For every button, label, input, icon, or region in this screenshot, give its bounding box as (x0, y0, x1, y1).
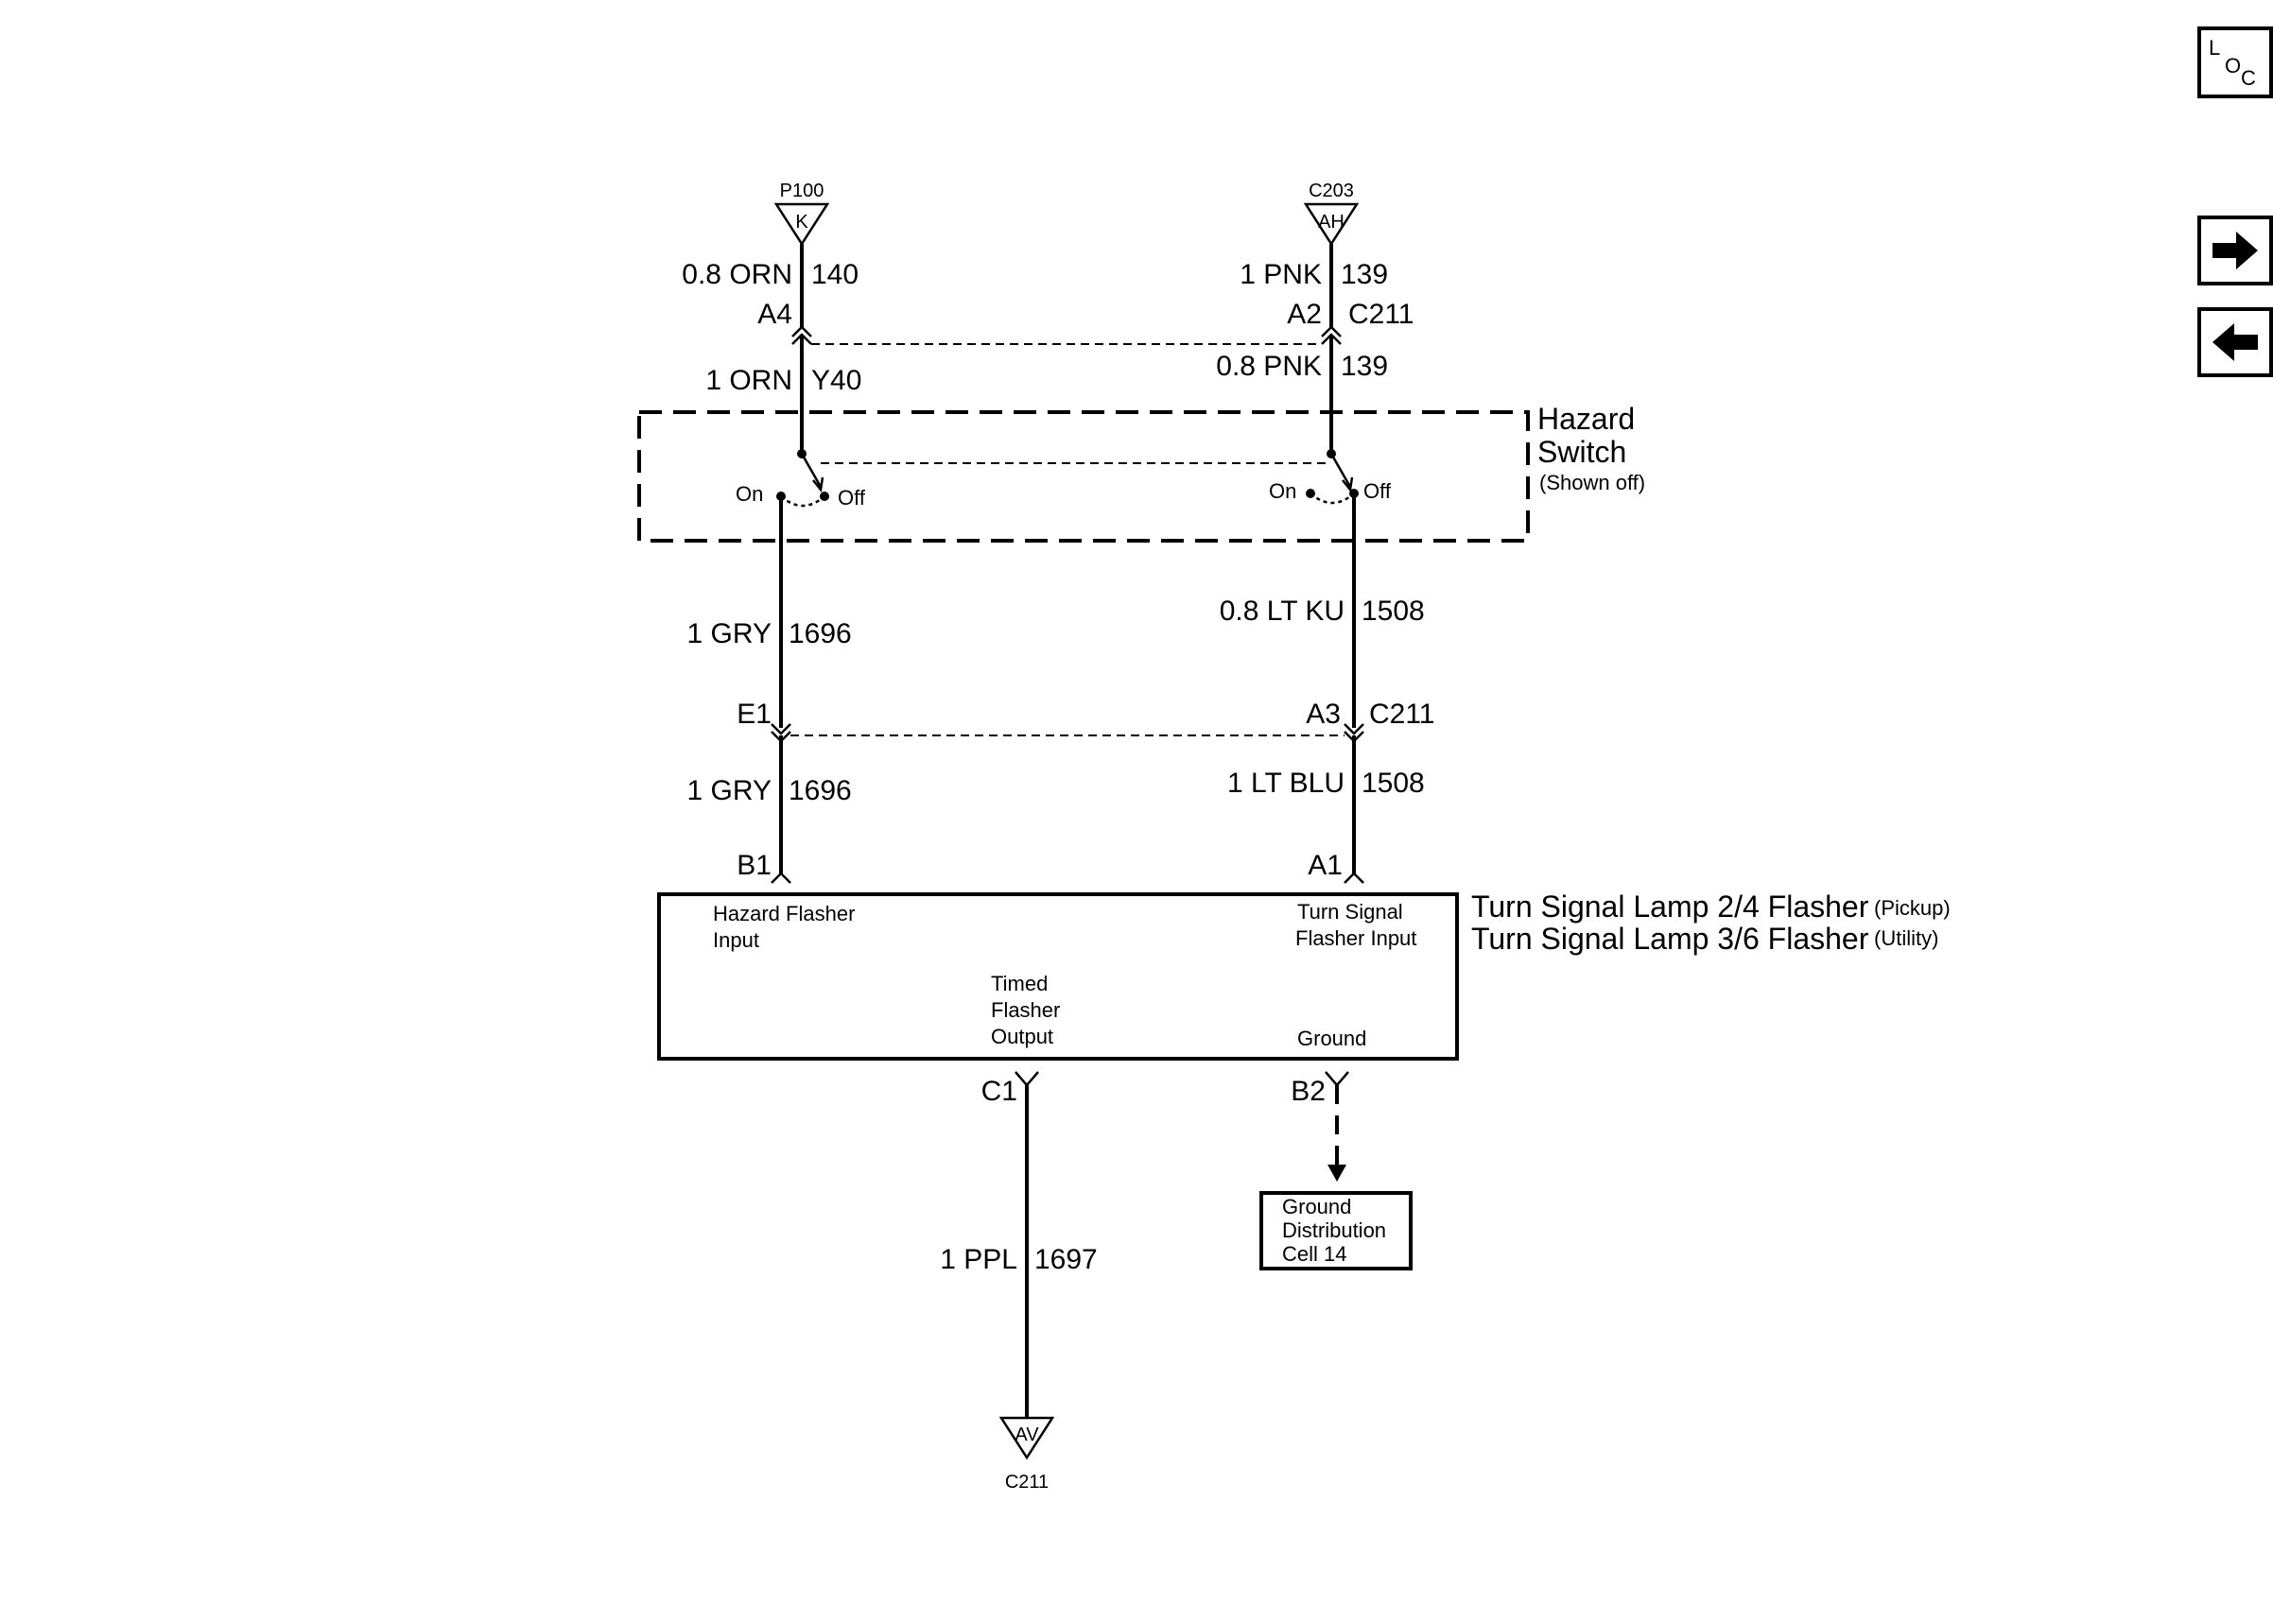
loc-letter-o: O (2225, 54, 2241, 78)
ground-ref-line3: Cell 14 (1282, 1242, 1346, 1266)
flasher-timed-line2: Flasher (991, 998, 1060, 1022)
connector-c211-top: C211 (1348, 299, 1414, 330)
loc-button[interactable]: L O C (2197, 26, 2273, 98)
ground-distribution-link[interactable]: Ground Distribution Cell 14 (1259, 1191, 1413, 1270)
flasher-turn-input-line1: Turn Signal (1297, 900, 1403, 924)
pin-b1: B1 (737, 850, 772, 881)
hazard-switch-right-off: Off (1363, 479, 1392, 503)
hazard-switch-title-line1: Hazard (1537, 402, 1635, 436)
connector-c211-bottom-pin: AV (1015, 1425, 1039, 1445)
pin-a2: A2 (1287, 299, 1322, 330)
flasher-title-pickup-note: (Pickup) (1874, 896, 1951, 920)
wire-left-top-circuit: 140 (811, 259, 859, 290)
back-button[interactable] (2197, 307, 2273, 377)
wire-left-switch-out-color: 1 GRY (687, 618, 772, 649)
wire-left-switch-out (771, 496, 791, 884)
wire-right-flasher-in-color: 1 LT BLU (1227, 768, 1345, 799)
wire-right-switch-out-circuit: 1508 (1362, 596, 1425, 627)
hazard-switch-left-off: Off (838, 486, 866, 510)
wire-right-switch-out-color: 0.8 LT KU (1220, 596, 1345, 627)
wire-left-top-color: 0.8 ORN (682, 259, 792, 290)
flasher-module (657, 892, 1459, 1061)
connector-c203-pin: AH (1318, 212, 1345, 233)
ground-ref-line1: Ground (1282, 1195, 1351, 1218)
connector-p100-pin: K (795, 212, 808, 233)
connector-c211-mid: C211 (1369, 699, 1435, 730)
pin-a1: A1 (1308, 850, 1343, 881)
wire-right-switch-in-color: 0.8 PNK (1216, 351, 1322, 382)
wire-ground (1325, 1071, 1349, 1182)
wire-left-switch-in-circuit: Y40 (811, 365, 861, 396)
loc-letter-c: C (2241, 66, 2256, 90)
flasher-ground: Ground (1297, 1027, 1366, 1050)
arrow-down-icon (1327, 1165, 1346, 1182)
wire-right-top (1321, 244, 1342, 454)
connector-c203: C203 AH (1303, 181, 1360, 247)
connector-c211-bottom-name: C211 (1005, 1472, 1049, 1493)
flasher-turn-input-line2: Flasher Input (1295, 926, 1416, 950)
loc-letter-l: L (2209, 36, 2220, 60)
connector-c211-bottom: AV C211 (998, 1416, 1055, 1493)
wire-left-top (791, 244, 812, 454)
wire-left-flasher-in-circuit: 1696 (789, 775, 852, 806)
pin-a3: A3 (1306, 699, 1341, 730)
wire-output-circuit: 1697 (1034, 1244, 1098, 1275)
pin-a4: A4 (757, 299, 792, 330)
wire-output (1015, 1071, 1039, 1418)
pin-c1: C1 (981, 1076, 1017, 1107)
hazard-switch-subtitle: (Shown off) (1539, 471, 1645, 494)
forward-button[interactable] (2197, 216, 2273, 285)
wire-right-switch-in-circuit: 139 (1341, 351, 1388, 382)
flasher-title-utility: Turn Signal Lamp 3/6 Flasher (1471, 922, 1869, 956)
flasher-timed-line3: Output (991, 1025, 1053, 1048)
pin-e1: E1 (737, 699, 772, 730)
ground-ref-line2: Distribution (1282, 1218, 1386, 1242)
hazard-switch (637, 410, 1530, 543)
wire-output-color: 1 PPL (940, 1244, 1017, 1275)
wire-left-switch-out-circuit: 1696 (789, 618, 852, 649)
hazard-switch-title-line2: Switch (1537, 435, 1626, 469)
connector-p100: P100 K (773, 181, 830, 247)
flasher-timed-line1: Timed (991, 972, 1048, 995)
wire-right-flasher-in-circuit: 1508 (1362, 768, 1425, 799)
arrow-left-icon (2212, 323, 2258, 361)
wire-right-top-circuit: 139 (1341, 259, 1388, 290)
arrow-right-icon (2212, 232, 2258, 269)
hazard-switch-left-on: On (736, 482, 763, 506)
wire-right-top-color: 1 PNK (1240, 259, 1322, 290)
flasher-title-pickup: Turn Signal Lamp 2/4 Flasher (1471, 890, 1869, 924)
wire-left-flasher-in-color: 1 GRY (687, 775, 772, 806)
hazard-switch-right-on: On (1269, 479, 1296, 503)
wire-right-switch-out (1344, 493, 1364, 884)
pin-b2: B2 (1291, 1076, 1326, 1107)
connector-c203-name: C203 (1309, 181, 1354, 201)
flasher-title-utility-note: (Utility) (1874, 926, 1938, 950)
flasher-hazard-input-line1: Hazard Flasher (713, 902, 855, 925)
wire-left-switch-in-color: 1 ORN (705, 365, 792, 396)
flasher-hazard-input-line2: Input (713, 928, 759, 952)
connector-p100-name: P100 (780, 181, 824, 201)
